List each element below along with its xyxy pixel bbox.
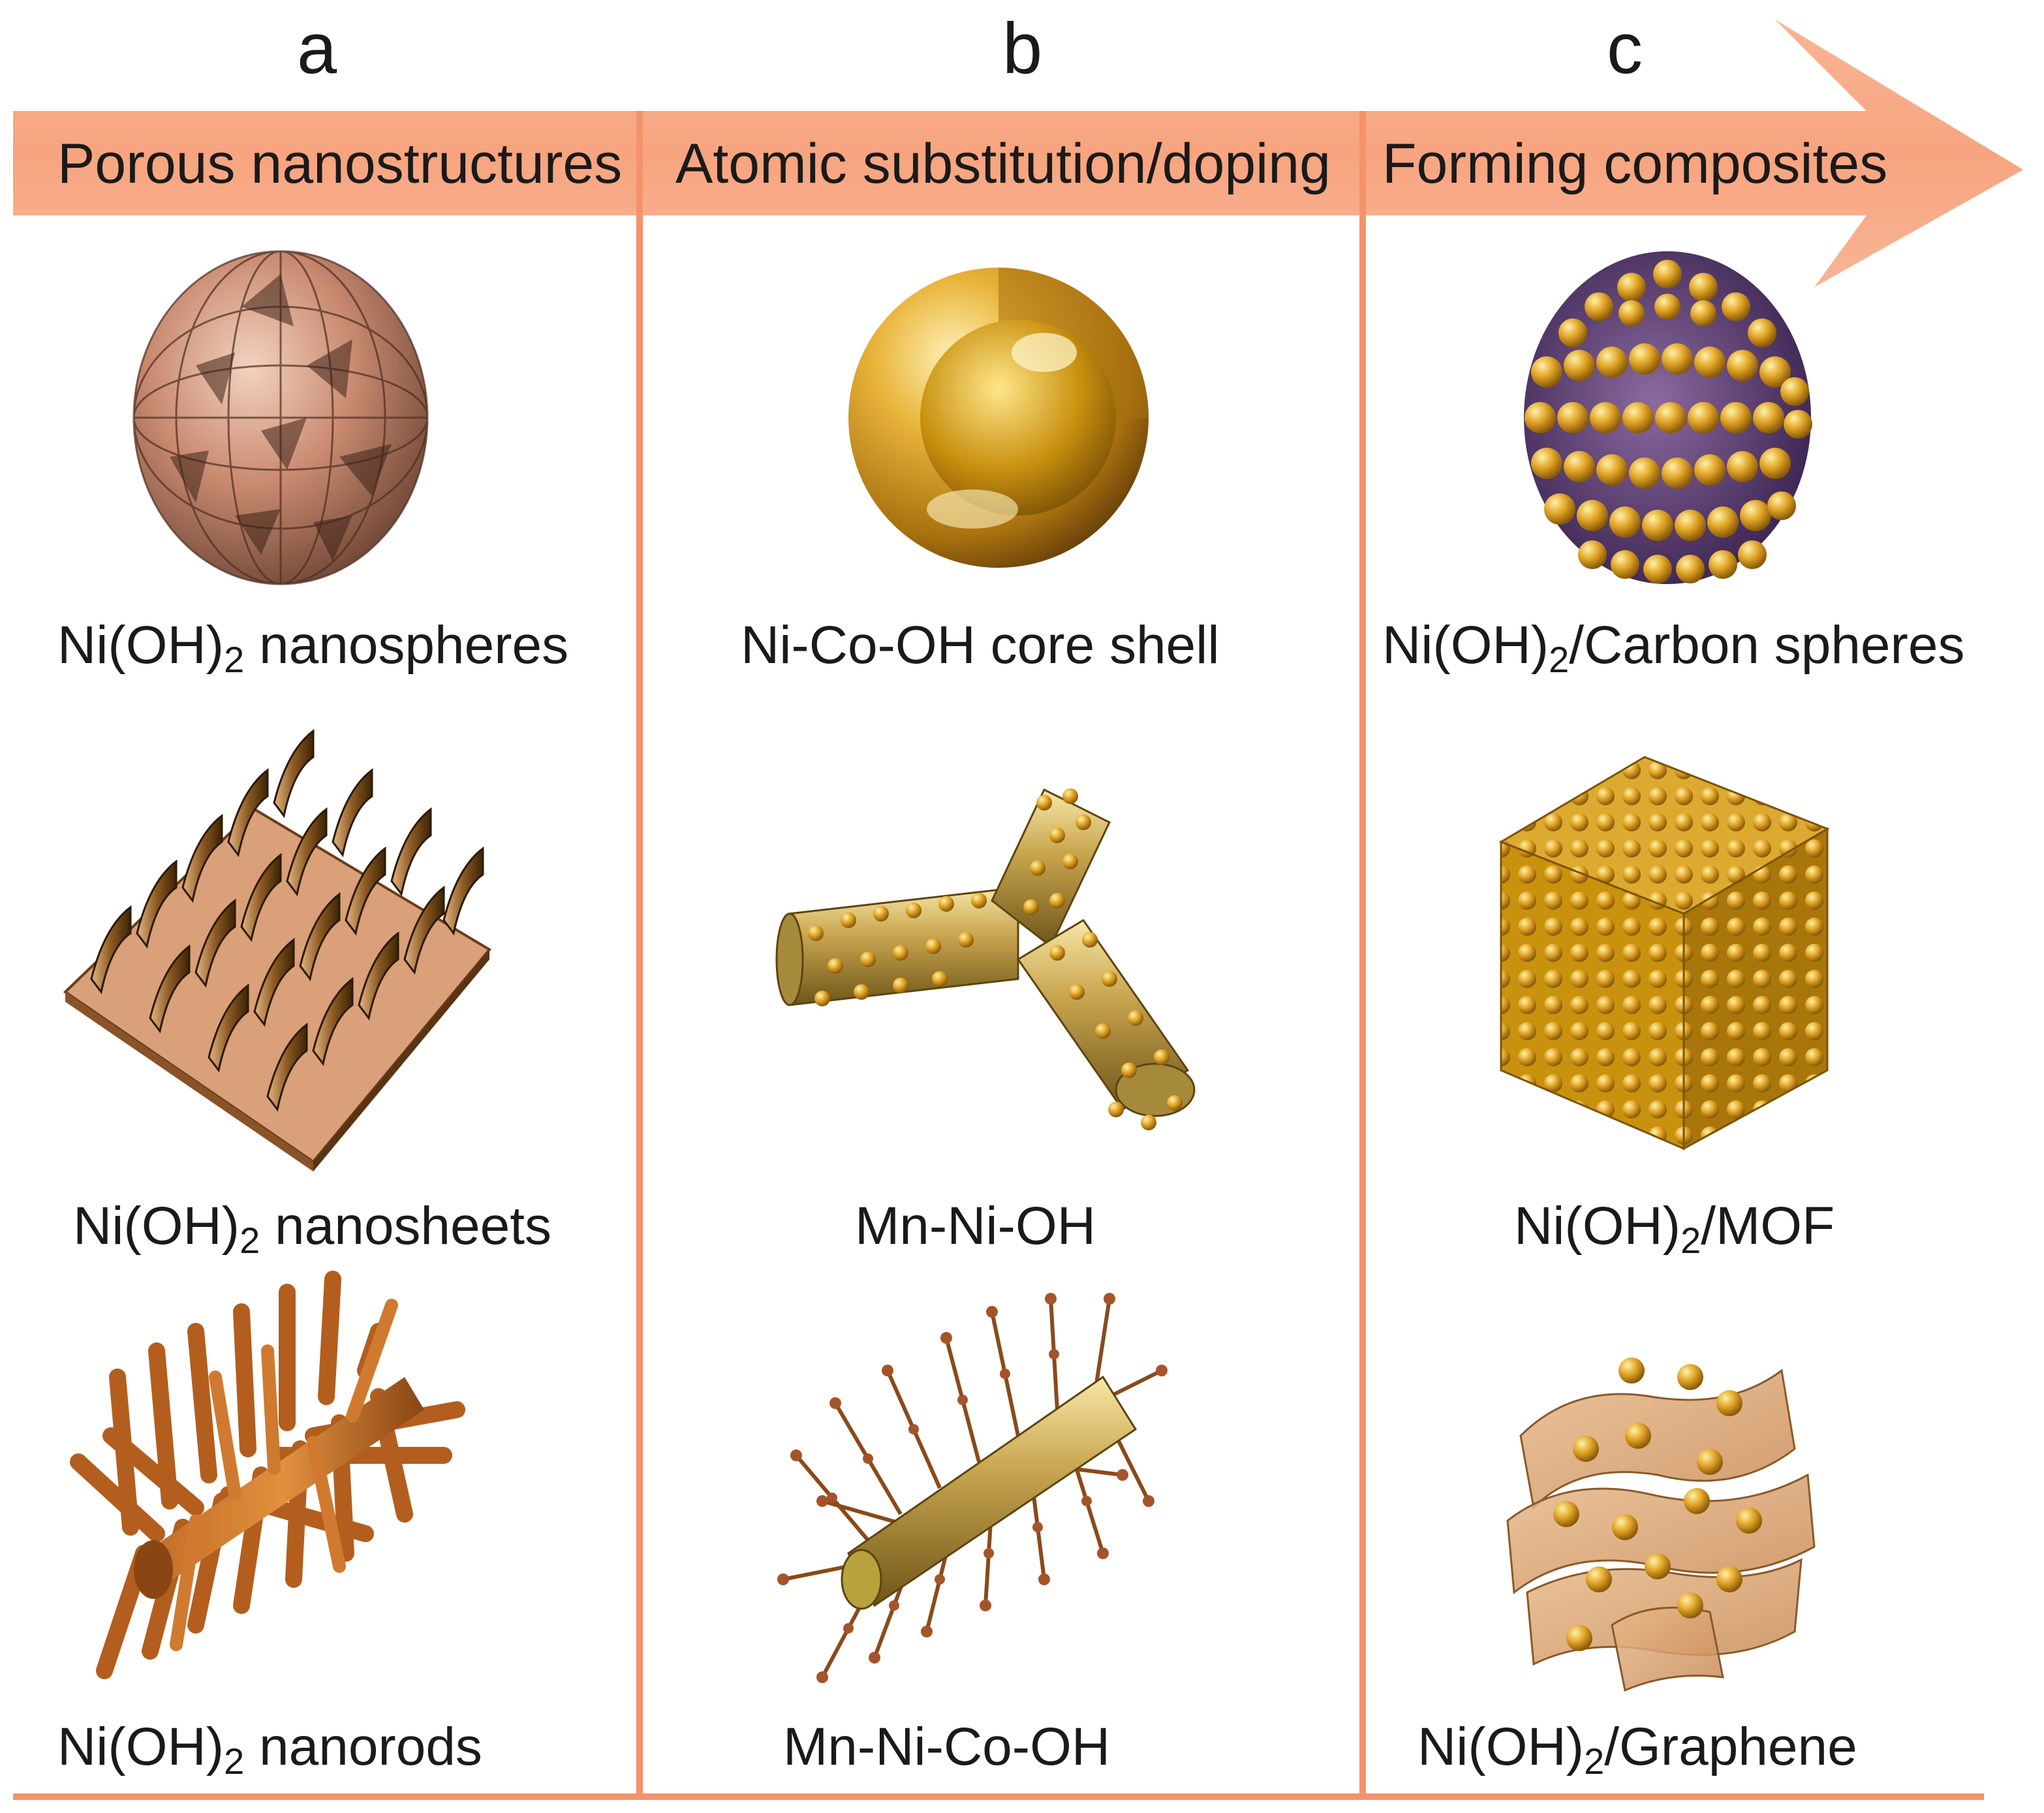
graphene-illustration xyxy=(1506,1357,1816,1692)
label-graphene: Ni(OH)2/Graphene xyxy=(1417,1717,1857,1782)
header-atomic-substitution: Atomic substitution/doping xyxy=(675,132,1331,195)
core-shell-illustration xyxy=(848,268,1149,568)
label-nanospheres: Ni(OH)2 nanospheres xyxy=(57,615,569,680)
column-letter-a: a xyxy=(297,8,337,89)
spiky-tube-illustration xyxy=(777,1293,1168,1683)
header-porous-nanostructures: Porous nanostructures xyxy=(57,132,623,195)
nanosheets-illustration xyxy=(63,728,492,1171)
nanorods-illustration xyxy=(70,1271,465,1679)
column-letter-c: c xyxy=(1607,8,1643,89)
divider-left xyxy=(636,111,643,1795)
progress-arrow xyxy=(13,20,2023,287)
nanosphere-illustration xyxy=(132,250,429,585)
label-carbon-spheres: Ni(OH)2/Carbon spheres xyxy=(1382,615,1965,680)
divider-right xyxy=(1359,111,1366,1795)
label-core-shell: Ni-Co-OH core shell xyxy=(741,615,1220,675)
carbon-spheres-illustration xyxy=(1524,251,1812,584)
column-letter-b: b xyxy=(1002,8,1043,89)
divider-bottom xyxy=(13,1793,1984,1800)
label-nanosheets: Ni(OH)2 nanosheets xyxy=(73,1196,552,1261)
label-mn-ni-oh: Mn-Ni-OH xyxy=(855,1196,1096,1256)
label-mof: Ni(OH)2/MOF xyxy=(1514,1196,1835,1261)
header-forming-composites: Forming composites xyxy=(1382,132,1888,195)
branched-tube-illustration xyxy=(775,788,1196,1130)
mof-cube-illustration xyxy=(1498,756,1830,1151)
label-mn-ni-co-oh: Mn-Ni-Co-OH xyxy=(783,1717,1111,1776)
label-nanorods: Ni(OH)2 nanorods xyxy=(57,1717,482,1782)
